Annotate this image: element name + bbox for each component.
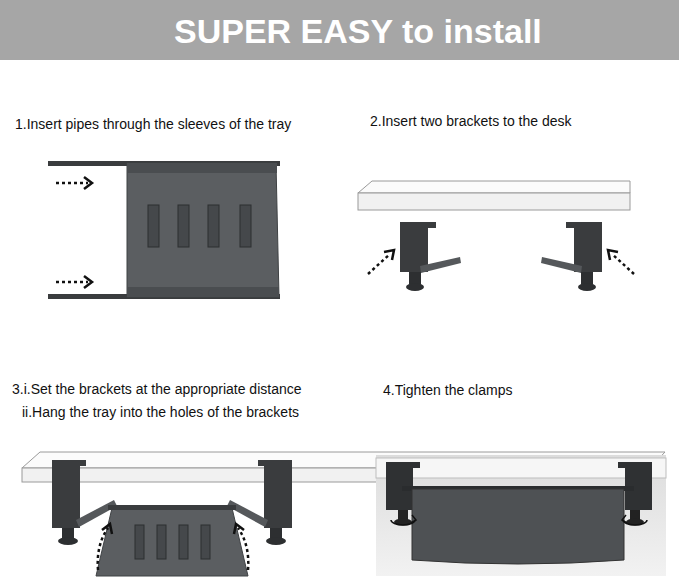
rotate-arrows <box>391 515 647 525</box>
figure-part <box>58 537 78 545</box>
figure-part <box>406 283 424 291</box>
step-caption: 2.Insert two brackets to the desk <box>370 113 572 130</box>
figure-part <box>541 257 582 273</box>
figure-part <box>264 460 292 528</box>
figure-part <box>368 254 390 274</box>
figure-part <box>581 272 593 284</box>
figure-part <box>420 257 461 273</box>
figure-part <box>411 515 416 523</box>
bracket-right <box>541 222 634 291</box>
figure-part <box>238 528 248 570</box>
photo-background <box>376 455 666 576</box>
bracket-left <box>368 222 461 291</box>
step3-figure <box>22 452 665 576</box>
step-caption: 3.i.Set the brackets at the appropriate … <box>12 381 302 398</box>
figure-part <box>84 276 92 288</box>
figure-part <box>266 537 286 545</box>
figure-part <box>178 205 189 247</box>
figure-part <box>52 460 80 528</box>
tray-straps <box>135 525 210 559</box>
desk-top <box>358 181 630 193</box>
desk-edge <box>358 193 630 210</box>
sleeve <box>127 287 279 297</box>
figure-part <box>148 205 159 247</box>
tray <box>127 163 279 297</box>
figure-part <box>201 525 210 559</box>
figure-part <box>574 222 602 272</box>
figure-part <box>608 250 634 274</box>
figure-part <box>84 177 92 189</box>
figure-part <box>578 283 596 291</box>
figure-part <box>409 272 421 284</box>
step1-figure <box>48 161 280 299</box>
step-caption: 1.Insert pipes through the sleeves of th… <box>15 116 291 133</box>
figure-part <box>240 205 251 247</box>
pipe <box>108 505 236 510</box>
step4-figure <box>376 455 666 576</box>
title-banner <box>0 0 679 60</box>
figure-part <box>368 250 394 274</box>
tray <box>412 489 624 564</box>
figure-part <box>400 222 428 272</box>
step-caption: 4.Tighten the clamps <box>383 382 512 399</box>
figure-part <box>608 250 618 260</box>
figure-part <box>62 528 74 538</box>
tray <box>96 508 248 576</box>
sleeve <box>127 163 277 173</box>
desk <box>376 458 666 478</box>
figure-part <box>56 182 88 185</box>
figure-part <box>208 205 219 247</box>
figure-part <box>234 524 244 534</box>
insert-arrows <box>56 177 92 288</box>
figure-part <box>179 525 188 559</box>
step2-figure <box>358 181 634 291</box>
figure-part <box>98 528 108 570</box>
figure-part <box>157 525 166 559</box>
figure-part <box>135 525 144 559</box>
figure-part <box>612 254 634 274</box>
hang-arrows <box>98 524 249 570</box>
step-caption: ii.Hang the tray into the holes of the b… <box>22 404 299 421</box>
figure-part <box>56 281 88 284</box>
figure-part <box>270 528 282 538</box>
tray-straps <box>148 205 251 247</box>
page-title: SUPER EASY to install <box>174 11 542 51</box>
figure-part <box>384 250 394 260</box>
figure-part <box>622 515 627 523</box>
figure-part <box>102 524 112 534</box>
